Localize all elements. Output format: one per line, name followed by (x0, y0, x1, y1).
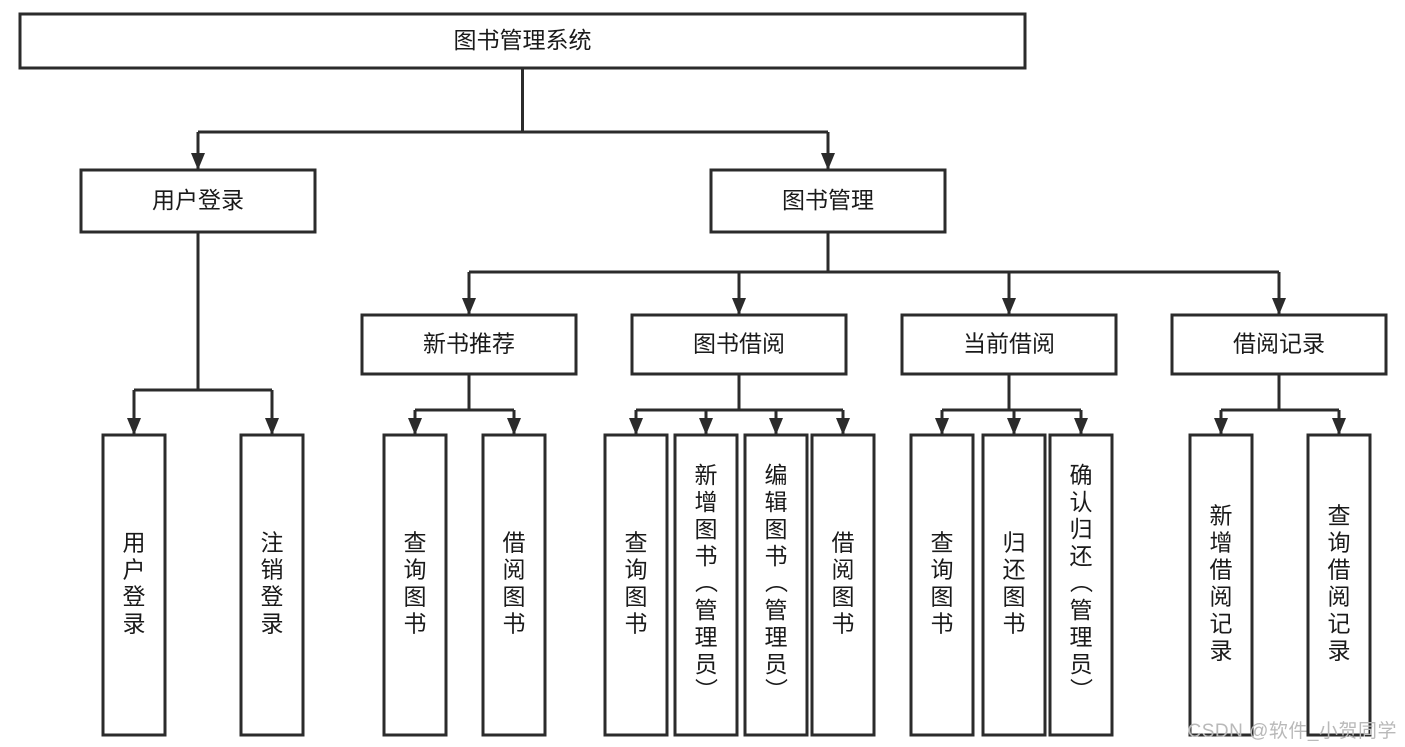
node-leaf-add-book-admin[interactable]: 新增图书（管理员） (673, 433, 739, 737)
arrow-icon-book-borrow (732, 298, 746, 315)
node-leaf-borrow-book-recommend[interactable]: 借阅图书 (481, 433, 547, 737)
node-label-current-borrow: 当前借阅 (963, 331, 1055, 357)
node-box-book-manage (709, 168, 947, 234)
node-label-new-book-recommend: 新书推荐 (423, 331, 515, 357)
node-new-book-recommend[interactable]: 新书推荐 (360, 313, 578, 376)
node-label-leaf-borrow-book: 借阅图书 (832, 530, 855, 637)
node-box-leaf-add-borrow-record (1188, 433, 1254, 737)
arrow-icon-leaf-confirm-return-admin (1074, 418, 1088, 435)
node-box-book-borrow (630, 313, 848, 376)
node-layer: 图书管理系统用户登录图书管理新书推荐图书借阅当前借阅借阅记录用户登录注销登录查询… (18, 12, 1388, 737)
arrow-icon-leaf-query-book-current (935, 418, 949, 435)
arrow-icon-new-book-recommend (462, 298, 476, 315)
node-label-leaf-return-book: 归还图书 (1003, 530, 1026, 637)
arrow-icon-leaf-edit-book-admin (769, 418, 783, 435)
node-label-leaf-add-borrow-record: 新增借阅记录 (1210, 503, 1233, 664)
node-label-user-login: 用户登录 (152, 187, 244, 213)
node-box-leaf-return-book (981, 433, 1047, 737)
node-borrow-record[interactable]: 借阅记录 (1170, 313, 1388, 376)
node-box-leaf-user-login (101, 433, 167, 737)
node-leaf-user-logout[interactable]: 注销登录 (239, 433, 305, 737)
node-leaf-query-book-current[interactable]: 查询图书 (909, 433, 975, 737)
node-box-leaf-query-book-borrow (603, 433, 669, 737)
node-label-leaf-edit-book-admin: 编辑图书（管理员） (765, 462, 789, 704)
node-leaf-user-login[interactable]: 用户登录 (101, 433, 167, 737)
node-leaf-query-book-recommend[interactable]: 查询图书 (382, 433, 448, 737)
node-label-leaf-query-book-borrow: 查询图书 (625, 530, 648, 637)
node-label-leaf-query-borrow-record: 查询借阅记录 (1328, 503, 1351, 664)
arrow-icon-leaf-return-book (1007, 418, 1021, 435)
node-box-leaf-add-book-admin (673, 433, 739, 737)
node-box-user-login (79, 168, 317, 234)
node-box-leaf-confirm-return-admin (1048, 433, 1114, 737)
node-book-manage[interactable]: 图书管理 (709, 168, 947, 234)
arrow-icon-borrow-record (1272, 298, 1286, 315)
node-box-current-borrow (900, 313, 1118, 376)
node-box-leaf-query-book-recommend (382, 433, 448, 737)
node-box-root (18, 12, 1027, 70)
arrow-icon-leaf-user-logout (265, 418, 279, 435)
node-label-root: 图书管理系统 (454, 27, 592, 53)
arrow-icon-user-login (191, 153, 205, 170)
node-leaf-return-book[interactable]: 归还图书 (981, 433, 1047, 737)
arrow-icon-current-borrow (1002, 298, 1016, 315)
node-box-leaf-borrow-book-recommend (481, 433, 547, 737)
node-label-book-borrow: 图书借阅 (693, 331, 785, 357)
arrow-icon-leaf-query-borrow-record (1332, 418, 1346, 435)
node-leaf-edit-book-admin[interactable]: 编辑图书（管理员） (743, 433, 809, 737)
node-box-leaf-edit-book-admin (743, 433, 809, 737)
arrow-icon-leaf-user-login (127, 418, 141, 435)
node-label-leaf-borrow-book-recommend: 借阅图书 (503, 530, 526, 637)
node-box-leaf-query-borrow-record (1306, 433, 1372, 737)
node-user-login[interactable]: 用户登录 (79, 168, 317, 234)
arrow-icon-leaf-query-book-borrow (629, 418, 643, 435)
node-label-leaf-add-book-admin: 新增图书（管理员） (695, 462, 719, 704)
node-box-leaf-user-logout (239, 433, 305, 737)
node-label-borrow-record: 借阅记录 (1233, 331, 1325, 357)
node-label-leaf-confirm-return-admin: 确认归还（管理员） (1070, 462, 1094, 704)
node-book-borrow[interactable]: 图书借阅 (630, 313, 848, 376)
node-leaf-query-book-borrow[interactable]: 查询图书 (603, 433, 669, 737)
node-current-borrow[interactable]: 当前借阅 (900, 313, 1118, 376)
connector-layer (127, 68, 1346, 435)
node-root[interactable]: 图书管理系统 (18, 12, 1027, 70)
node-box-borrow-record (1170, 313, 1388, 376)
node-label-leaf-query-book-current: 查询图书 (931, 530, 954, 637)
node-label-leaf-query-book-recommend: 查询图书 (404, 530, 427, 637)
node-leaf-borrow-book[interactable]: 借阅图书 (810, 433, 876, 737)
node-label-leaf-user-login: 用户登录 (123, 530, 146, 637)
arrow-icon-leaf-query-book-recommend (408, 418, 422, 435)
node-box-new-book-recommend (360, 313, 578, 376)
node-leaf-add-borrow-record[interactable]: 新增借阅记录 (1188, 433, 1254, 737)
arrow-icon-leaf-borrow-book (836, 418, 850, 435)
node-leaf-confirm-return-admin[interactable]: 确认归还（管理员） (1048, 433, 1114, 737)
arrow-icon-leaf-add-book-admin (699, 418, 713, 435)
node-label-leaf-user-logout: 注销登录 (261, 530, 284, 637)
node-box-leaf-borrow-book (810, 433, 876, 737)
node-leaf-query-borrow-record[interactable]: 查询借阅记录 (1306, 433, 1372, 737)
arrow-icon-leaf-add-borrow-record (1214, 418, 1228, 435)
node-box-leaf-query-book-current (909, 433, 975, 737)
arrow-icon-leaf-borrow-book-recommend (507, 418, 521, 435)
node-label-book-manage: 图书管理 (782, 187, 874, 213)
arrow-icon-book-manage (821, 153, 835, 170)
